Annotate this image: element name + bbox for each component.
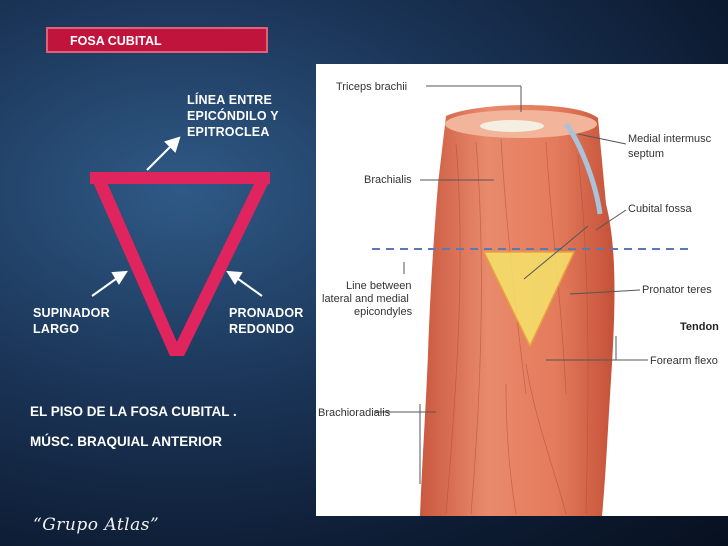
anat-label-septum-1: Medial intermusc <box>628 133 712 145</box>
label-right-line-2: REDONDO <box>229 322 295 336</box>
anat-label-pronator: Pronator teres <box>642 284 712 296</box>
anatomy-illustration: Triceps brachii Brachialis Medial interm… <box>316 64 728 516</box>
triangle-top-edge <box>90 172 270 184</box>
slide-title: FOSA CUBITAL <box>70 34 162 48</box>
anat-label-line-between-3: epicondyles <box>354 306 413 318</box>
note-fossa-floor: EL PISO DE LA FOSA CUBITAL . <box>30 404 237 419</box>
label-left-line-1: SUPINADOR <box>33 306 110 320</box>
triangle-right-edge <box>170 180 270 356</box>
arrow-left-head <box>111 270 128 285</box>
cubital-fossa-area <box>484 252 574 346</box>
anat-label-brachialis: Brachialis <box>364 174 412 186</box>
medial-septum <box>563 122 603 215</box>
humerus-cut <box>480 120 544 132</box>
anat-label-cubital-fossa: Cubital fossa <box>628 203 692 215</box>
fossa-triangle <box>90 172 270 356</box>
anat-label-line-between-1: Line between <box>346 280 411 292</box>
anat-label-triceps: Triceps brachii <box>336 81 407 93</box>
label-top-line-2: EPICÓNDILO Y <box>187 109 279 123</box>
arrow-left-line <box>91 275 121 297</box>
anat-label-forearm: Forearm flexo <box>650 355 718 367</box>
label-left-line-2: LARGO <box>33 322 80 336</box>
note-brachialis: MÚSC. BRAQUIAL ANTERIOR <box>30 434 222 449</box>
triangle-diagram <box>90 136 270 356</box>
label-right-line-1: PRONADOR <box>229 306 304 320</box>
triangle-left-edge <box>92 180 183 356</box>
anat-label-tendon: Tendon <box>680 321 719 333</box>
anat-label-brachioradialis: Brachioradialis <box>318 407 391 419</box>
label-top-line-3: EPITROCLEA <box>187 125 270 139</box>
label-epicondyle-line: LÍNEA ENTRE EPICÓNDILO Y EPITROCLEA <box>187 92 297 140</box>
footer-credit: “Grupo Atlas” <box>33 515 160 535</box>
anatomy-svg: Triceps brachii Brachialis Medial interm… <box>318 81 719 516</box>
arrow-right-line <box>233 275 263 297</box>
arrow-top-head <box>164 136 181 153</box>
cubital-fossa-outline <box>482 251 576 348</box>
arrow-right-head <box>226 270 243 285</box>
anat-label-line-between-2: lateral and medial <box>322 293 409 305</box>
label-pronator: PRONADOR REDONDO <box>229 305 329 337</box>
anat-label-septum-2: septum <box>628 148 664 160</box>
label-supinator: SUPINADOR LARGO <box>33 305 133 337</box>
title-box: FOSA CUBITAL <box>46 27 268 53</box>
label-top-line-1: LÍNEA ENTRE <box>187 93 273 107</box>
